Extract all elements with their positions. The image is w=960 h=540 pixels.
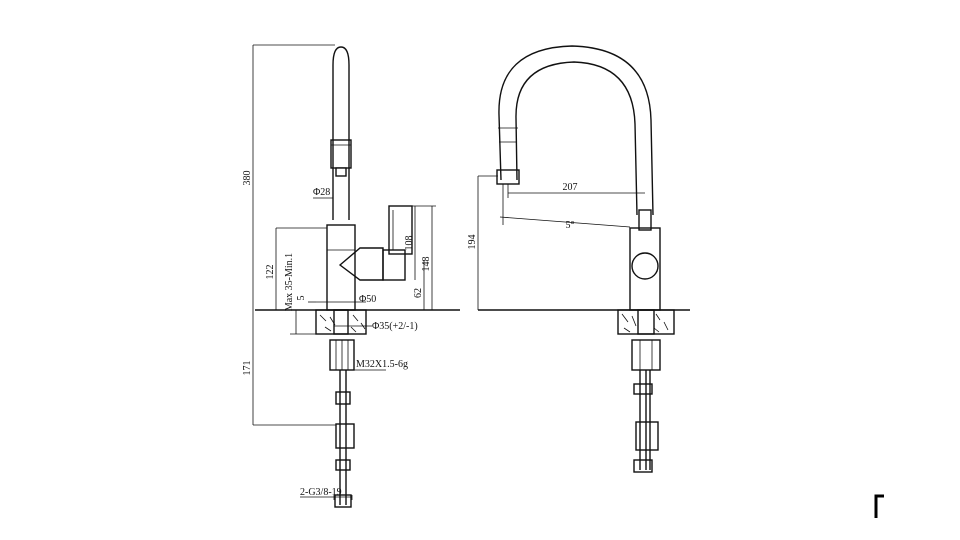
dim-thread: M32X1.5-6g bbox=[356, 359, 408, 370]
dim-hole-diameter: Φ35(+2/-1) bbox=[372, 321, 418, 332]
dim-total-height: 380 bbox=[242, 171, 253, 186]
dim-handle-offset: 62 bbox=[413, 288, 424, 298]
side-view: 380 Φ28 122 Max 35-Min.1 5 108 148 62 Φ5… bbox=[242, 44, 460, 508]
dim-below-height: 171 bbox=[242, 361, 253, 376]
dim-hose-thread: 2-G3/8-19 bbox=[300, 487, 342, 498]
dim-base-diameter: Φ50 bbox=[359, 294, 376, 305]
dim-body-height: 122 bbox=[265, 265, 276, 280]
dim-spout-diameter: Φ28 bbox=[313, 187, 330, 198]
dim-handle-height: 108 bbox=[404, 236, 415, 251]
corner-mark bbox=[874, 494, 884, 518]
dim-handle-block: 148 bbox=[421, 257, 432, 272]
dim-reach: 207 bbox=[563, 182, 578, 193]
dim-rim: 5 bbox=[296, 296, 307, 301]
dim-spout-height: 194 bbox=[467, 235, 478, 250]
dim-angle: 5° bbox=[566, 220, 575, 231]
front-view: 194 207 5° bbox=[467, 45, 690, 473]
dim-mount-thickness: Max 35-Min.1 bbox=[284, 253, 295, 311]
